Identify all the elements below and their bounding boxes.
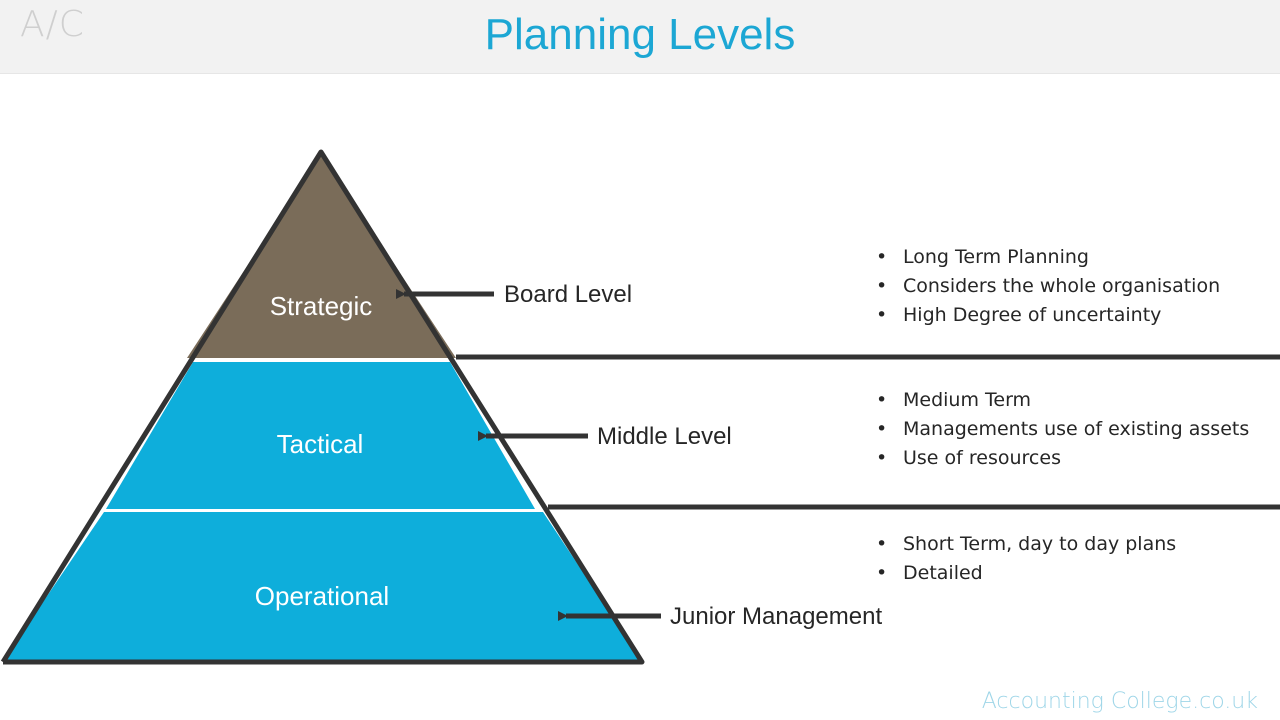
- management-label-middle: Middle Level: [597, 423, 732, 450]
- bullet-item: Long Term Planning: [872, 243, 1220, 272]
- bullet-list-strategic: Long Term Planning Considers the whole o…: [872, 243, 1220, 330]
- watermark: Accounting College.co.uk: [981, 689, 1258, 714]
- level-label-strategic: Strategic: [269, 291, 373, 321]
- level-label-operational: Operational: [254, 581, 390, 611]
- bullet-item: Detailed: [872, 559, 1176, 588]
- header-band: [0, 0, 1280, 74]
- bullet-item: Use of resources: [872, 444, 1249, 473]
- management-label-board: Board Level: [504, 281, 633, 308]
- slide-title: Planning Levels: [484, 10, 796, 59]
- bullet-item: Considers the whole organisation: [872, 272, 1220, 301]
- bullet-list-tactical: Medium Term Managements use of existing …: [872, 386, 1249, 473]
- pyramid-segment-strategic: [187, 153, 456, 358]
- bullet-item: Short Term, day to day plans: [872, 530, 1176, 559]
- level-label-tactical: Tactical: [276, 429, 364, 459]
- management-label-junior: Junior Management: [670, 603, 883, 630]
- logo: A/C: [20, 4, 85, 45]
- pyramid-segment-tactical: [106, 362, 535, 509]
- bullet-item: Medium Term: [872, 386, 1249, 415]
- pyramid-segment-operational: [3, 512, 642, 661]
- bullet-item: Managements use of existing assets: [872, 415, 1249, 444]
- bullet-list-operational: Short Term, day to day plans Detailed: [872, 530, 1176, 588]
- pyramid-outline: [0, 149, 645, 665]
- bullet-item: High Degree of uncertainty: [872, 301, 1220, 330]
